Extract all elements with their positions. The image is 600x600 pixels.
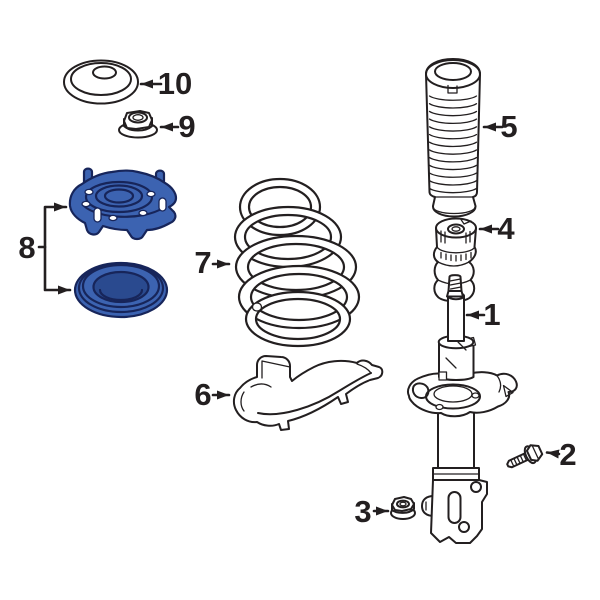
flange-nut-upper[interactable]	[118, 110, 158, 139]
strut-mount-insulator[interactable]	[68, 167, 178, 241]
bolt-head	[525, 444, 544, 462]
bracket-box-edges	[261, 360, 291, 379]
callout-7-label[interactable]: 7	[194, 245, 211, 280]
dust-boot[interactable]	[425, 58, 481, 218]
callout-8: 8	[18, 202, 72, 295]
callout-8-label[interactable]: 8	[18, 230, 35, 265]
spring-seat-bearing[interactable]	[73, 261, 169, 319]
bracket-left-arcs	[240, 383, 272, 412]
bracket-hole-bottom	[458, 521, 470, 533]
bracket-slot	[447, 491, 462, 524]
callout-8-arrow-top	[37, 202, 68, 249]
boot-rim-outer	[425, 59, 481, 89]
callout-2-label[interactable]: 2	[559, 437, 576, 472]
callout-1-label[interactable]: 1	[483, 297, 500, 332]
strut-rod	[447, 295, 465, 342]
mount-holes	[81, 188, 167, 223]
callout-6-label[interactable]: 6	[194, 377, 211, 412]
boot-notch	[447, 84, 458, 94]
bumper-slits	[440, 230, 471, 244]
bumper-rim-notch	[460, 218, 472, 225]
plate-right-fold	[496, 374, 514, 398]
plate-hole-2	[471, 392, 480, 399]
strut-assembly[interactable]	[407, 274, 518, 544]
callout-10-label[interactable]: 10	[158, 66, 192, 101]
coil-spring[interactable]	[233, 177, 361, 348]
callout-5: 5	[482, 109, 518, 144]
boot-rim-inner	[434, 62, 472, 81]
plate-hub-outer	[425, 383, 481, 410]
spring-coil-5	[244, 290, 352, 348]
nut-hole-inner	[132, 114, 144, 121]
spring-coil-2	[233, 205, 343, 269]
plate-hole-1	[435, 403, 444, 411]
callout-8-arrow-bottom	[43, 245, 72, 295]
callout-4: 4	[478, 211, 515, 246]
callout-3: 3	[354, 494, 390, 529]
mount-boss-inner	[103, 188, 135, 204]
callout-2-arrow	[545, 449, 561, 459]
callout-9-label[interactable]: 9	[178, 109, 195, 144]
mount-boss-mid	[94, 184, 144, 208]
spring-coil-3	[234, 234, 358, 300]
bumper-hole-inner	[451, 226, 461, 232]
cylinder-crimps	[445, 341, 467, 369]
spring-coil-4	[237, 264, 361, 330]
bolt-head-facet	[531, 444, 540, 461]
spring-coil-1	[238, 177, 322, 237]
seat-opening	[92, 270, 150, 304]
callout-6: 6	[194, 377, 231, 412]
dust-cap[interactable]	[63, 59, 139, 105]
seat-bowl-floor	[98, 288, 144, 302]
callout-7: 7	[194, 245, 231, 280]
bracket-end-fold	[356, 363, 372, 374]
nut3-hole-inner	[399, 501, 407, 507]
rod-threads	[449, 278, 462, 290]
bracket-body	[232, 355, 384, 431]
lower-spring-seat-bracket[interactable]	[232, 355, 384, 431]
cylinder-left-notch	[438, 371, 448, 381]
callout-9: 9	[159, 109, 196, 144]
boot-cup-lines	[432, 196, 476, 215]
callout-3-label[interactable]: 3	[354, 494, 371, 529]
flange-nut-lower[interactable]	[390, 496, 416, 520]
spring-wire-end	[251, 302, 263, 312]
callout-5-label[interactable]: 5	[500, 109, 517, 144]
callout-10: 10	[139, 66, 192, 101]
cap-button	[92, 65, 117, 80]
callout-4-label[interactable]: 4	[497, 211, 515, 246]
mount-ridge	[82, 204, 165, 218]
callout-2: 2	[545, 437, 577, 472]
bolt[interactable]	[504, 442, 544, 474]
bolt-threads	[510, 453, 528, 468]
bracket-ridge	[257, 372, 372, 416]
strut-lower-body	[437, 409, 475, 469]
boot-ribs	[428, 95, 478, 194]
bumper-ticks	[440, 251, 472, 262]
callout-1: 1	[465, 297, 501, 332]
seat-rim-2	[81, 263, 161, 309]
bracket-hole-top	[470, 481, 482, 493]
diagram-artwork: 10 9	[18, 58, 577, 544]
plate-left-hole	[411, 382, 430, 400]
